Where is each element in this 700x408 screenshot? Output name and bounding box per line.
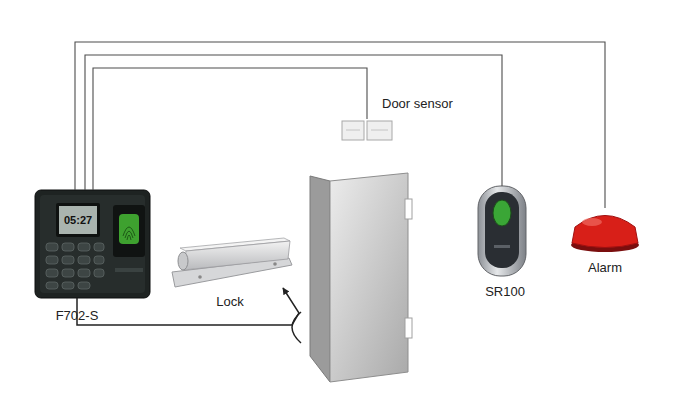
sensor-detail: [371, 130, 388, 131]
terminal-node: F702-S: [35, 190, 150, 298]
alarm-highlight: [582, 218, 602, 226]
signal-wire: [75, 42, 605, 208]
screw-hole: [273, 262, 277, 266]
terminal-face: [40, 195, 145, 293]
screen-bezel: [56, 203, 100, 237]
device-label: Alarm: [588, 260, 622, 275]
terminal-screen: [59, 206, 97, 234]
reader-sensor: [493, 200, 511, 226]
alarm-dome: [572, 216, 638, 248]
keypad: [46, 243, 104, 289]
device-label: Door sensor: [382, 96, 453, 111]
door-panel: [330, 173, 408, 382]
terminal-badge: [115, 268, 143, 272]
device-label: F702-S: [56, 308, 99, 323]
screw-hole: [198, 275, 202, 279]
alarm-node: Alarm: [572, 208, 638, 252]
reader-face: [485, 192, 519, 268]
signal-wire: [93, 68, 367, 190]
control-arrow: [77, 288, 299, 325]
door-hinge: [405, 318, 412, 338]
screen-text: 05:27: [64, 214, 92, 226]
door-hinge: [405, 199, 412, 219]
lock-node: Lock: [175, 237, 290, 287]
device-label: Lock: [216, 294, 243, 309]
lock-body: [184, 241, 290, 270]
fingerprint-pattern: [123, 227, 135, 240]
terminal-body: [35, 190, 150, 298]
sensor-magnet: [342, 121, 364, 140]
sensor-detail: [346, 130, 360, 131]
door-edge: [310, 176, 330, 382]
sensor-frame: [113, 205, 145, 257]
sensor-node: Door sensor: [342, 119, 392, 141]
sensor-switch: [367, 121, 392, 140]
lock-bolt: [178, 252, 188, 270]
reader-logo: [494, 245, 510, 248]
fingerprint-window: [119, 214, 139, 244]
reader-body: [478, 186, 526, 276]
signal-wire: [85, 55, 502, 190]
device-label: SR100: [485, 284, 525, 299]
reader-node: SR100: [478, 186, 526, 276]
